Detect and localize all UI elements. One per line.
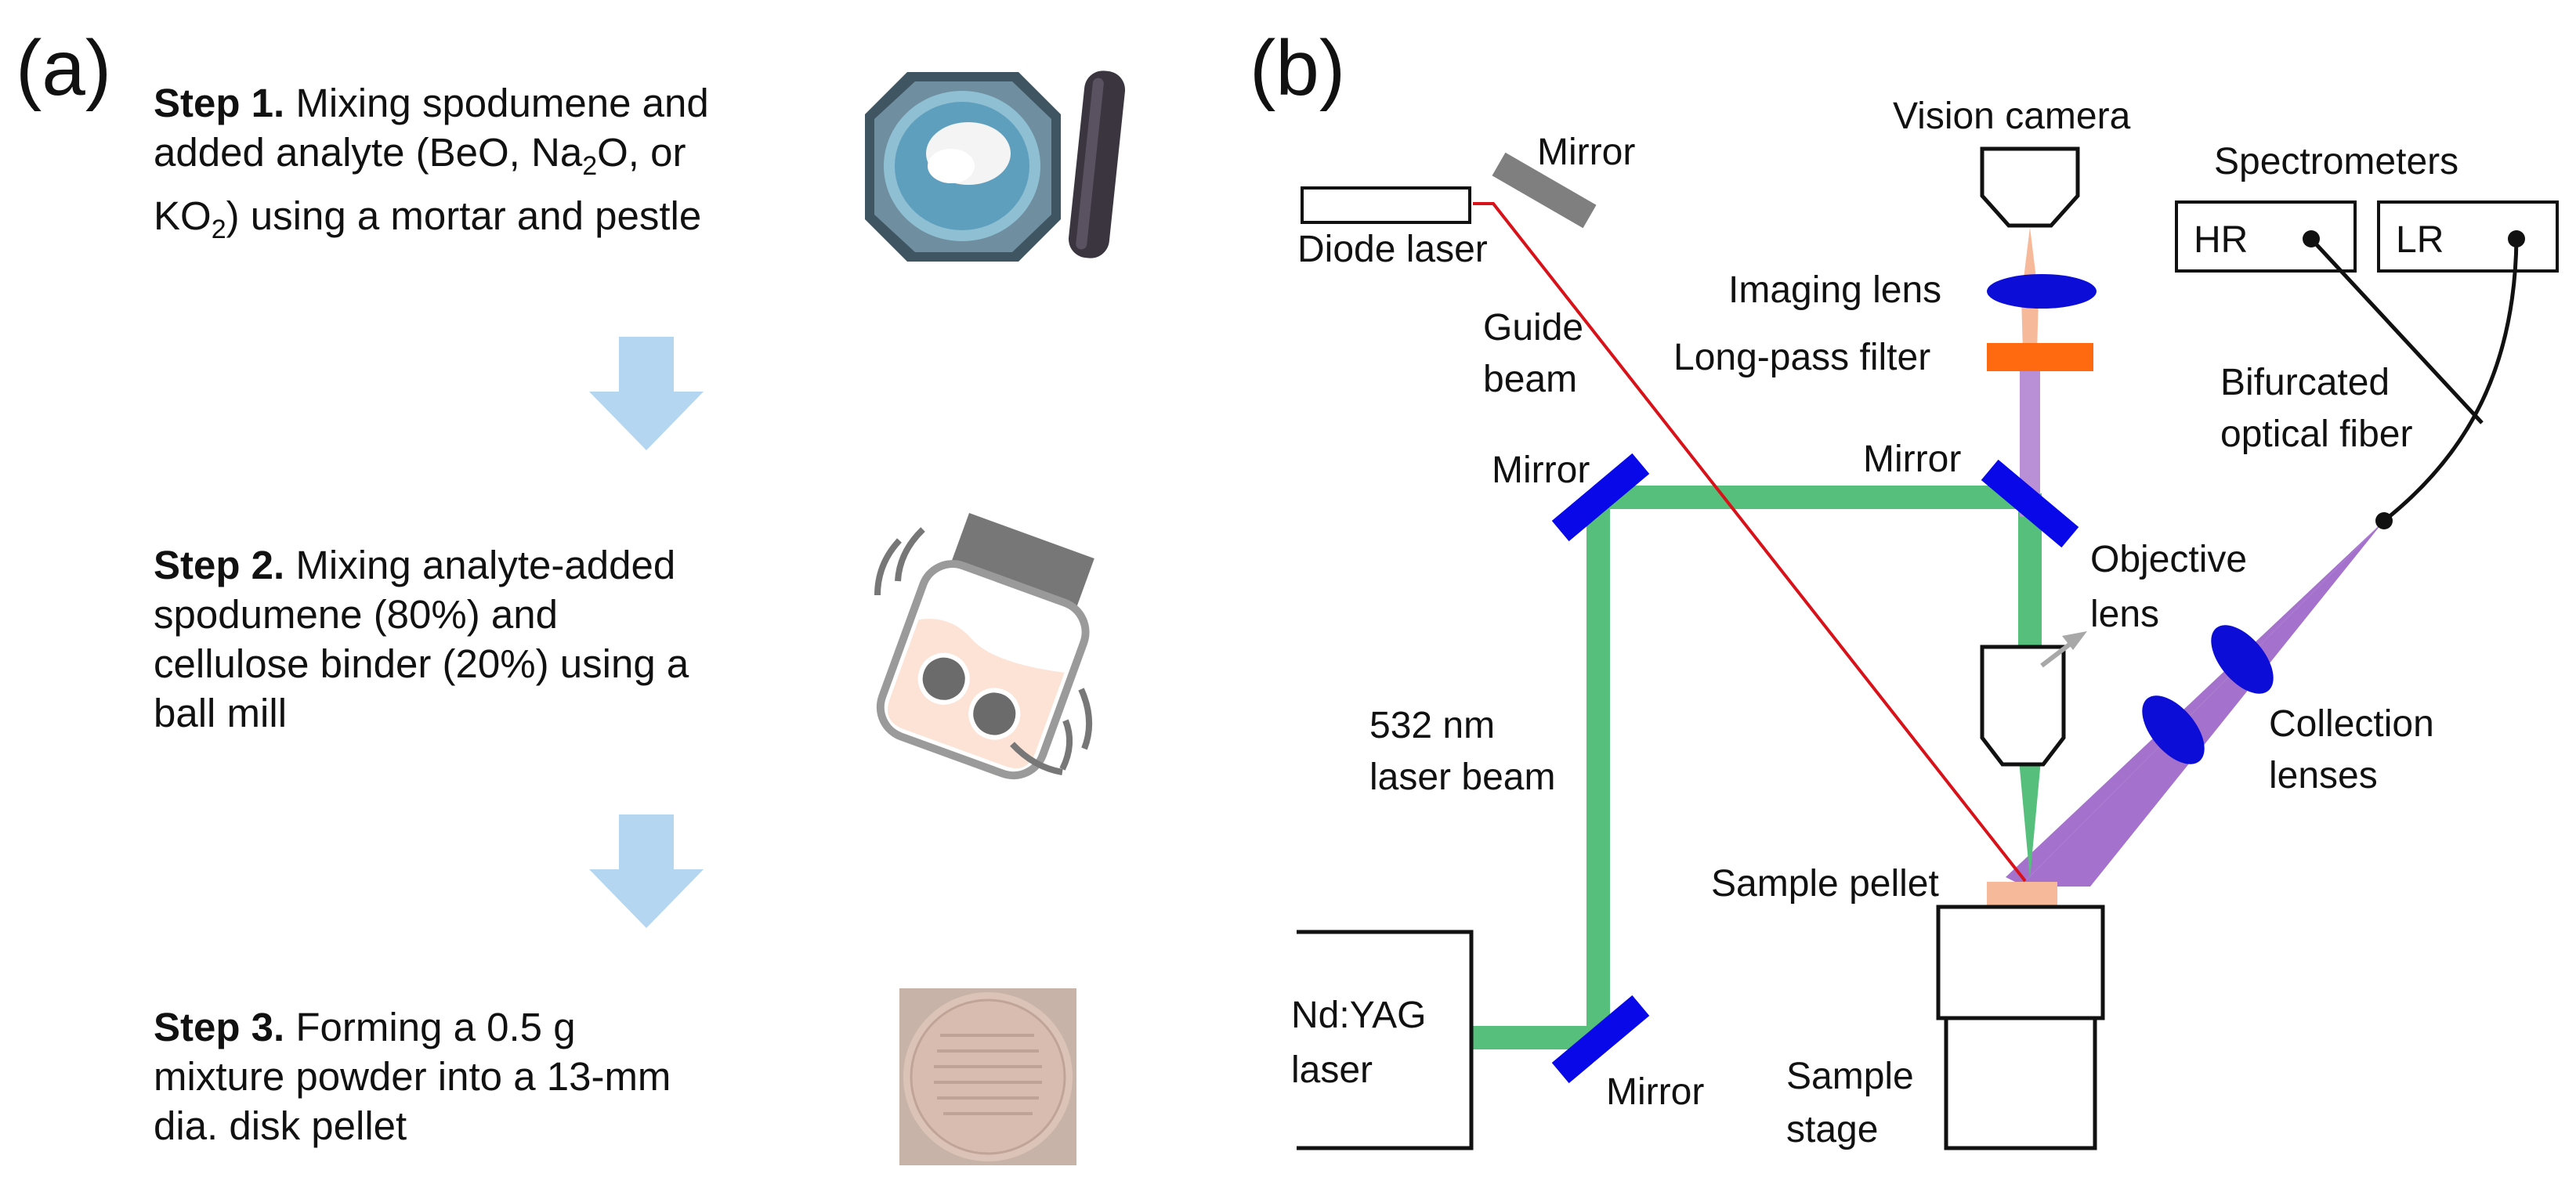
panel-a-label: (a)	[16, 24, 112, 112]
fiber-hr-connector	[2303, 230, 2320, 247]
label-bifurcated-2: optical fiber	[2220, 414, 2412, 455]
label-ndyag-2: laser	[1291, 1049, 1373, 1091]
fiber-lr-connector	[2508, 230, 2525, 247]
vision-camera	[1980, 146, 2080, 228]
step-1-title: Step 1.	[154, 81, 285, 125]
collection-lens-2	[2142, 695, 2205, 764]
label-ndyag-1: Nd:YAG	[1291, 995, 1427, 1036]
label-guide-2: beam	[1483, 359, 1577, 400]
diode-laser-box	[1301, 186, 1471, 224]
label-collection-2: lenses	[2269, 755, 2378, 796]
collection-lens-1	[2211, 625, 2274, 694]
fiber-hr	[2310, 237, 2484, 424]
step-3-text: Step 3. Forming a 0.5 g mixture powder i…	[154, 1005, 671, 1148]
imaging-lens	[1987, 274, 2097, 309]
sample-stage-upper	[1936, 905, 2105, 1020]
label-long-pass-filter: Long-pass filter	[1673, 337, 1930, 378]
panel-b-label: (b)	[1250, 24, 1346, 112]
label-guide-1: Guide	[1483, 307, 1583, 349]
objective-lens	[1980, 645, 2066, 767]
mortar-pestle-photo	[862, 63, 1128, 266]
step-2-title: Step 2.	[154, 543, 285, 587]
label-mirror-left: Mirror	[1492, 450, 1590, 491]
mirror-right	[1981, 459, 2079, 548]
label-diode-laser: Diode laser	[1297, 229, 1488, 270]
label-beam-1: 532 nm	[1369, 705, 1495, 746]
collection-cone-fill	[2006, 521, 2384, 885]
long-pass-filter	[1987, 343, 2093, 371]
label-mirror-right: Mirror	[1863, 439, 1961, 480]
sample-pellet	[1987, 882, 2057, 905]
red-guide-beam	[1473, 202, 2027, 883]
step-2-text: Step 2. Mixing analyte-added spodumene (…	[154, 543, 689, 735]
step-3-title: Step 3.	[154, 1005, 285, 1049]
sample-stage-lower	[1944, 1016, 2097, 1150]
objective-pointer-head	[2062, 631, 2087, 650]
label-objective-1: Objective	[2090, 539, 2247, 580]
label-sample-pellet: Sample pellet	[1711, 863, 1939, 905]
mirror-top	[1492, 152, 1597, 229]
fiber-tip	[2375, 512, 2393, 529]
pellet-photo	[899, 988, 1076, 1165]
label-imaging-lens: Imaging lens	[1728, 269, 1941, 311]
ndyag-laser-box	[1297, 930, 1474, 1150]
ball-mill-icon	[874, 513, 1094, 780]
green-laser-beam	[1473, 486, 2042, 1049]
label-sample-stage-1: Sample	[1786, 1056, 1914, 1097]
step-1-text: Step 1. Mixing spodumene and added analy…	[154, 81, 709, 245]
label-collection-1: Collection	[2269, 703, 2434, 745]
down-arrow-2	[589, 814, 704, 928]
mirror-left	[1551, 453, 1650, 542]
label-beam-2: laser beam	[1369, 757, 1555, 798]
spectrometer-lr-box	[2377, 200, 2559, 273]
label-mirror-top: Mirror	[1537, 132, 1635, 173]
spectrometer-hr-box	[2175, 200, 2357, 273]
label-objective-2: lens	[2090, 594, 2159, 635]
down-arrow-1	[589, 337, 704, 450]
label-spectrometers: Spectrometers	[2214, 141, 2458, 182]
label-mirror-bottom: Mirror	[1606, 1071, 1704, 1113]
mirror-bottom	[1551, 995, 1650, 1084]
label-hr: HR	[2194, 219, 2248, 261]
label-vision-camera: Vision camera	[1893, 96, 2131, 137]
label-lr: LR	[2396, 219, 2444, 261]
fiber-lr	[2382, 238, 2519, 522]
label-sample-stage-2: stage	[1786, 1109, 1878, 1150]
label-bifurcated-1: Bifurcated	[2220, 362, 2390, 403]
